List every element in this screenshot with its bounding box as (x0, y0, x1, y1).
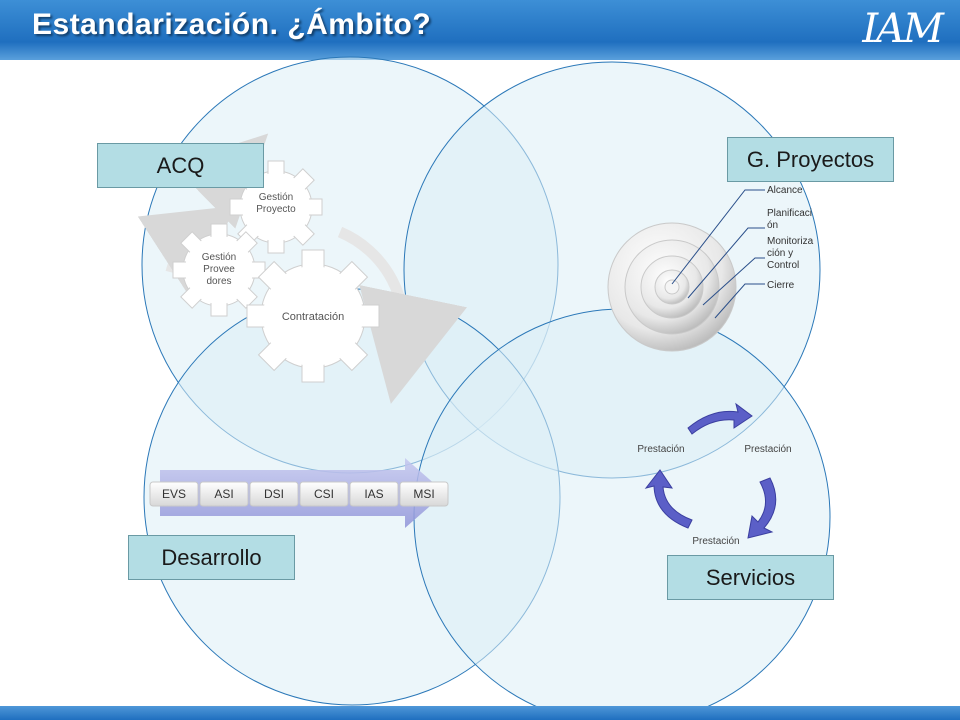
footer-bar (0, 706, 960, 720)
svg-text:Planificaci: Planificaci (767, 208, 812, 219)
gear-contratacion: Contratación (246, 249, 380, 383)
svg-text:Control: Control (767, 260, 799, 271)
ring-label-planificacion: Planificaci ón (767, 208, 812, 231)
page-title: Estandarización. ¿Ámbito? (32, 8, 432, 41)
cycle-arrow-top (687, 402, 753, 435)
gear-label: Proyecto (256, 204, 296, 215)
gear-label: dores (206, 276, 231, 287)
prestacion-label: Prestación (637, 444, 684, 455)
iam-logo: IAM (862, 6, 944, 52)
prestacion-label: Prestación (692, 536, 739, 547)
step-box (199, 481, 249, 507)
step-box (299, 481, 349, 507)
svg-text:ón: ón (767, 220, 778, 231)
gear-label: Gestión (202, 252, 236, 263)
ring-label-monitorizacion: Monitoriza ción y Control (767, 236, 814, 271)
step-label: CSI (314, 487, 334, 501)
cycle-arrow (137, 205, 238, 293)
region-label-desarrollo: Desarrollo (128, 535, 295, 580)
cycle-arrow-left (644, 469, 693, 529)
gear-label: Contratación (282, 311, 344, 323)
step-label: MSI (413, 487, 434, 501)
cycle-arrow (337, 226, 467, 404)
step-box (399, 481, 449, 507)
step-box (149, 481, 199, 507)
svg-text:Monitoriza: Monitoriza (767, 236, 814, 247)
step-box (349, 481, 399, 507)
cycle-arrow-right (747, 477, 777, 539)
step-label: IAS (364, 487, 383, 501)
region-label-acq: ACQ (97, 143, 264, 188)
ring-label-cierre: Cierre (767, 280, 795, 291)
region-label-servicios: Servicios (667, 555, 834, 600)
step-label: ASI (214, 487, 233, 501)
header-bar: Estandarización. ¿Ámbito? IAM (0, 0, 960, 60)
gear-gestion-proveedores: Gestión Provee dores (172, 223, 266, 317)
gear-gestion-proyecto: Gestión Proyecto (229, 160, 323, 254)
step-label: EVS (162, 487, 186, 501)
desarrollo-steps: EVS ASI DSI CSI IAS MSI (149, 481, 449, 507)
ring-label-alcance: Alcance (767, 185, 803, 196)
concentric-rings (607, 222, 737, 352)
step-box (249, 481, 299, 507)
svg-text:ción y: ción y (767, 248, 793, 259)
gear-label: Provee (203, 264, 235, 275)
gear-label: Gestión (259, 192, 293, 203)
region-label-proyectos: G. Proyectos (727, 137, 894, 182)
step-label: DSI (264, 487, 284, 501)
prestacion-label: Prestación (744, 444, 791, 455)
ring-leader-lines (671, 189, 765, 319)
servicios-labels: Prestación Prestación Prestación (637, 444, 791, 547)
